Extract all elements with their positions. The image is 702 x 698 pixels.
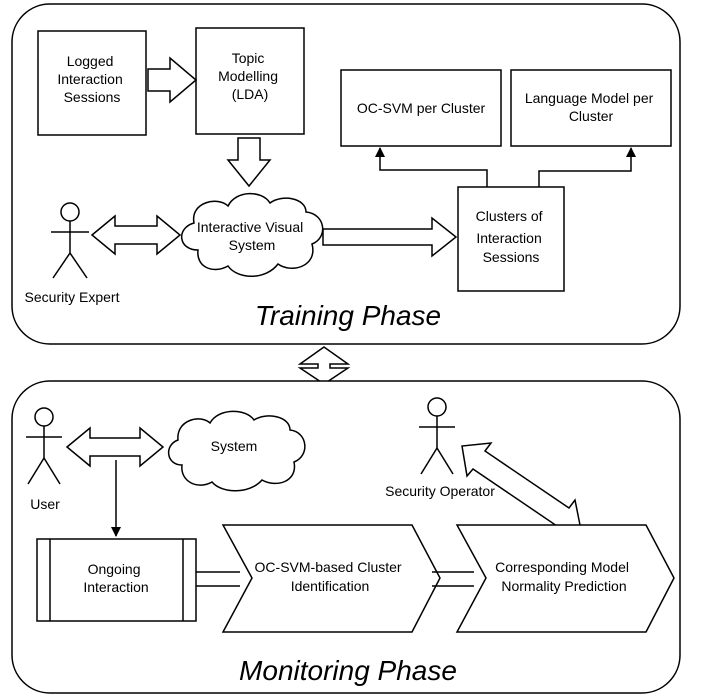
connector-clusters-to-ocsvm [375, 147, 488, 187]
connector-clusters-to-langmodel [538, 147, 636, 187]
topic-modelling-box [195, 27, 305, 135]
monitoring-phase-title: Monitoring Phase [239, 655, 457, 686]
arrow-topic-to-ivs [226, 137, 272, 188]
ivs-cloud [181, 192, 324, 277]
ongoing-interaction-label: Ongoing Interaction [83, 561, 148, 595]
ocsvm-per-cluster-label: OC-SVM per Cluster [357, 100, 486, 116]
training-phase-title: Training Phase [255, 300, 441, 331]
security-expert-actor [51, 202, 89, 279]
user-label: User [30, 496, 60, 512]
logged-sessions-label: Logged Interaction Sessions [57, 53, 126, 105]
arrow-expert-ivs [90, 214, 182, 256]
clusters-label: Clusters of Interaction Sessions [476, 208, 547, 265]
topic-modelling-label: Topic Modelling (LDA) [218, 50, 282, 102]
security-operator-label: Security Operator [385, 483, 495, 499]
clusters-box [457, 186, 565, 292]
arrow-ivs-to-clusters [322, 216, 458, 258]
system-label: System [211, 438, 258, 454]
logged-sessions-box [37, 30, 147, 136]
ocsvm-identification-chevron [221, 524, 441, 633]
ocsvm-identification-label: OC-SVM-based Cluster Identification [255, 559, 406, 594]
ongoing-interaction-box [36, 538, 197, 622]
security-operator-actor [419, 397, 455, 475]
ivs-label: Interactive Visual System [197, 219, 307, 253]
arrow-user-system [65, 426, 165, 468]
security-expert-label: Security Expert [25, 289, 120, 305]
system-cloud [168, 410, 306, 492]
prediction-chevron [455, 524, 675, 633]
arrow-logged-to-topic [147, 56, 198, 104]
language-model-label: Language Model per Cluster [525, 90, 657, 124]
user-actor [26, 407, 62, 485]
language-model-box [510, 69, 672, 147]
arrow-between-phases [297, 346, 351, 385]
ocsvm-per-cluster-box [340, 69, 502, 147]
prediction-label: Corresponding Model Normality Prediction [495, 559, 633, 594]
